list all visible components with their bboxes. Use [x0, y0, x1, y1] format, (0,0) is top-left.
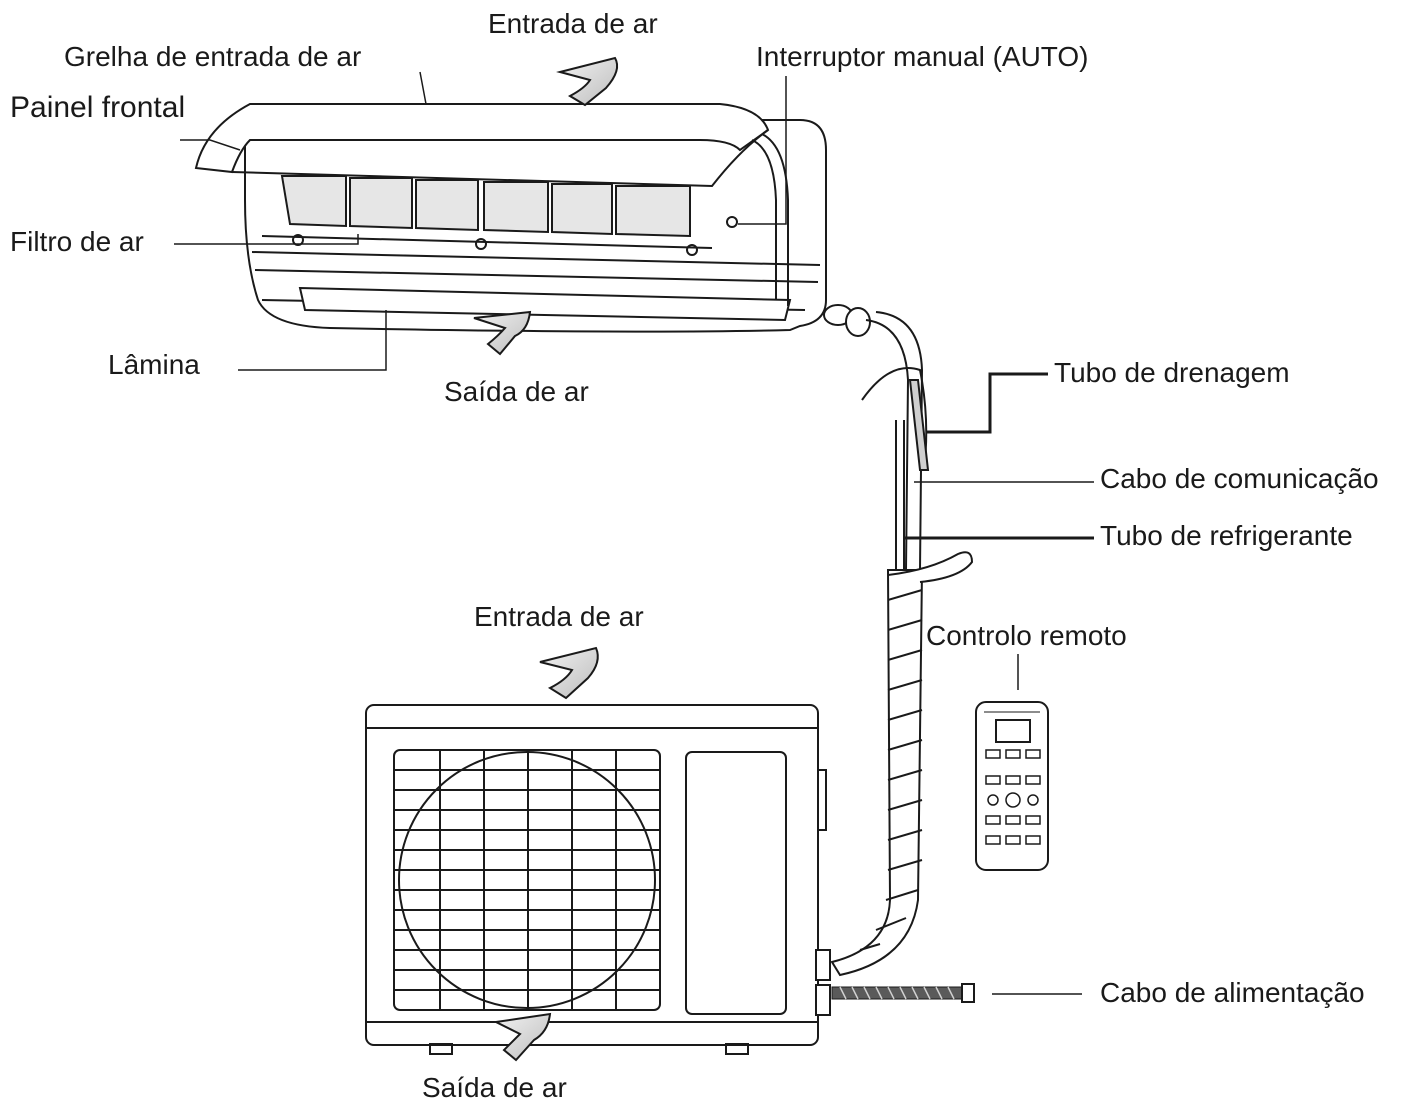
wrapped-bundle: [830, 569, 924, 977]
label-refrigerant-pipe: Tubo de refrigerante: [1100, 520, 1353, 551]
air-filter-panels: [280, 175, 691, 238]
label-front-panel: Painel frontal: [10, 91, 186, 124]
label-power-cable: Cabo de alimentação: [1100, 977, 1365, 1008]
louver-blade: [298, 286, 792, 322]
fan-grille: [393, 749, 661, 1011]
indoor-unit: [194, 103, 871, 337]
pipe-bundle: [830, 311, 974, 977]
drain-hose: [908, 379, 930, 471]
label-indoor-air-inlet: Entrada de ar: [488, 8, 658, 39]
label-drain-pipe: Tubo de drenagem: [1054, 357, 1290, 388]
label-inlet-grille: Grelha de entrada de ar: [64, 41, 362, 72]
label-louver: Lâmina: [108, 349, 200, 380]
remote-control: [975, 701, 1049, 871]
outdoor-unit: [365, 704, 831, 1055]
label-comm-cable: Cabo de comunicação: [1100, 463, 1379, 494]
outdoor-inlet-arrow: [539, 646, 599, 700]
leader-lines: [174, 71, 1094, 995]
outdoor-outlet-arrow: [492, 1012, 552, 1062]
label-air-filter: Filtro de ar: [10, 226, 144, 257]
label-manual-switch: Interruptor manual (AUTO): [756, 41, 1089, 72]
indoor-outlet-arrow: [473, 310, 532, 356]
label-outdoor-air-inlet: Entrada de ar: [474, 601, 644, 632]
label-remote-control: Controlo remoto: [926, 620, 1127, 651]
power-cable: [831, 983, 975, 1003]
label-indoor-air-outlet: Saída de ar: [444, 376, 589, 407]
label-outdoor-air-outlet: Saída de ar: [422, 1072, 567, 1103]
indoor-inlet-arrow: [556, 56, 619, 107]
